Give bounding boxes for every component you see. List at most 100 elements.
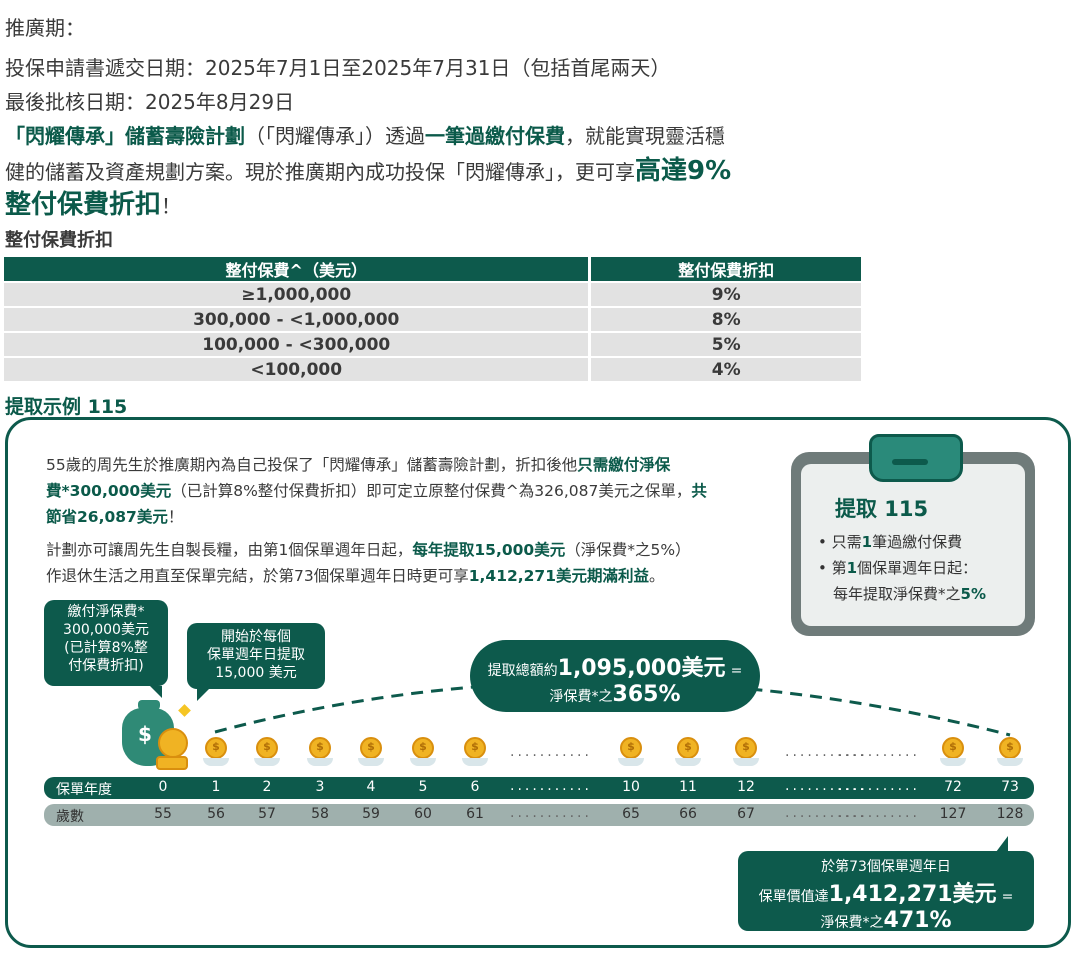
policy-year-value: 73 [1001,779,1019,795]
ellipsis: ........... [838,778,920,794]
hand-icon [618,758,644,766]
policy-year-value: 5 [418,779,428,795]
ellipsis: ........... [510,778,592,794]
coin-icon [735,737,757,759]
money-bag-tie [138,700,160,710]
hand-icon [410,758,436,766]
bubble-pointer [150,686,162,698]
age-bar [44,804,1034,826]
intro-text: （「閃耀傳承」）透過 [245,124,425,148]
example-text: 作退休生活之用直至保單完結，於第73個保單週年日時更可享 [46,567,469,585]
card-list: • 只需1筆過繳付保費 • 第1個保單週年日起： 每年提取淨保費*之5% [818,529,986,607]
hand-icon [462,758,488,766]
example-heading: 提取示例 115 [5,396,128,418]
hand-icon [733,758,759,766]
submission-dates: 投保申請書遞交日期：2025年7月1日至2025年7月31日（包括首尾兩天） [5,56,671,80]
policy-year-value: 2 [262,779,272,795]
bubble-pointer [996,836,1008,852]
age-value: 55 [154,806,172,822]
example-box [5,417,1071,948]
card-item: • 只需1筆過繳付保費 [818,533,963,551]
maturity-bubble: 於第73個保單週年日 保單價值達1,412,271美元 = 淨保費*之471% [738,851,1034,933]
example-text: （已計算8%整付保費折扣）即可定立原整付保費^為326,087美元之保單， [171,482,692,500]
bubble-pointer [197,689,209,701]
col-header-premium: 整付保費^（美元） [4,257,592,281]
coin-icon [412,737,434,759]
card-title: 提取 115 [835,497,929,521]
discount-cell: 8% [591,308,861,331]
example-text: （淨保費*之5%） [565,541,691,559]
example-highlight: 共 [691,482,707,500]
example-text: 計劃亦可讓周先生自製長糧，由第1個保單週年日起， [46,541,413,559]
ellipsis: ........... [510,805,592,821]
ellipsis: ........... [785,805,867,821]
coin-icon [999,737,1021,759]
policy-year-value: 72 [944,779,962,795]
premium-bubble: 繳付淨保費* 300,000美元 (已計算8%整 付保費折扣) [44,600,168,686]
age-label: 歲數 [56,809,84,825]
intro-paragraph-line1: 「閃耀傳承」儲蓄壽險計劃（「閃耀傳承」）透過一筆過繳付保費，就能實現靈活穩 [5,120,725,149]
ellipsis: ........... [785,778,867,794]
coin-icon [256,737,278,759]
age-value: 58 [311,806,329,822]
coin-icon [464,737,486,759]
promo-period-label: 推廣期： [5,16,85,40]
policy-year-bar [44,777,1034,799]
card-item: • 第1個保單週年日起： [818,559,978,577]
hand-icon [307,758,333,766]
total-withdrawal-pill: 提取總額約1,095,000美元 = 淨保費*之365% [470,640,760,712]
intro-text: ，就能實現靈活穩 [565,124,725,148]
example-highlight: 每年提取15,000美元 [412,541,566,559]
withdraw-start-bubble: 開始於每個 保單週年日提取 15,000 美元 [187,623,325,689]
age-value: 127 [939,806,967,822]
policy-year-value: 10 [622,779,640,795]
clipboard-paper [801,464,1025,626]
premium-cell: 100,000 - <300,000 [4,333,592,356]
ellipsis: ........... [838,805,920,821]
clipboard-clip-icon [869,434,963,482]
hand-icon [254,758,280,766]
coin-icon [309,737,331,759]
premium-cell: <100,000 [4,358,592,381]
coin-icon [205,737,227,759]
example-text: ！ [167,508,184,526]
coin-icon [942,737,964,759]
hand-icon [358,758,384,766]
age-value: 66 [679,806,697,822]
intro-paragraph-line2: 健的儲蓄及資產規劃方案。現於推廣期內成功投保「閃耀傳承」，更可享高達9% [5,150,731,187]
example-highlight: 費*300,000美元 [46,482,172,500]
coin-icon [360,737,382,759]
hand-icon [203,758,229,766]
age-value: 128 [996,806,1024,822]
age-value: 56 [207,806,225,822]
policy-year-value: 3 [315,779,325,795]
hand-icon [675,758,701,766]
ellipsis: ........... [510,744,592,760]
discount-highlight-2: 整付保費折扣 [5,190,162,220]
example-text: 。 [649,567,665,585]
discount-cell: 4% [591,358,861,381]
withdrawal-arc [214,680,1011,737]
clipboard-card [791,452,1035,636]
discount-cell: 5% [591,333,861,356]
example-paragraph-1: 55歲的周先生於推廣期內為自己投保了「閃耀傳承」儲蓄壽險計劃，折扣後他只需繳付淨… [46,452,707,530]
table-header-row: 整付保費^（美元） 整付保費折扣 [4,257,861,281]
discount-table-heading: 整付保費折扣 [5,230,113,251]
discount-cell: 9% [591,283,861,306]
coin-stack-icon [158,728,188,758]
example-highlight: 1,412,271美元期滿利益 [468,567,650,585]
approval-date: 最後批核日期：2025年8月29日 [5,90,295,114]
coin-stack-icon [156,756,188,770]
age-value: 65 [622,806,640,822]
intro-paragraph-line3: 整付保費折扣！ [5,184,181,221]
premium-cell: 300,000 - <1,000,000 [4,308,592,331]
card-item: 每年提取淨保費*之5% [833,585,986,603]
policy-year-value: 4 [366,779,376,795]
example-highlight: 只需繳付淨保 [577,456,671,474]
coin-icon [677,737,699,759]
age-value: 57 [258,806,276,822]
